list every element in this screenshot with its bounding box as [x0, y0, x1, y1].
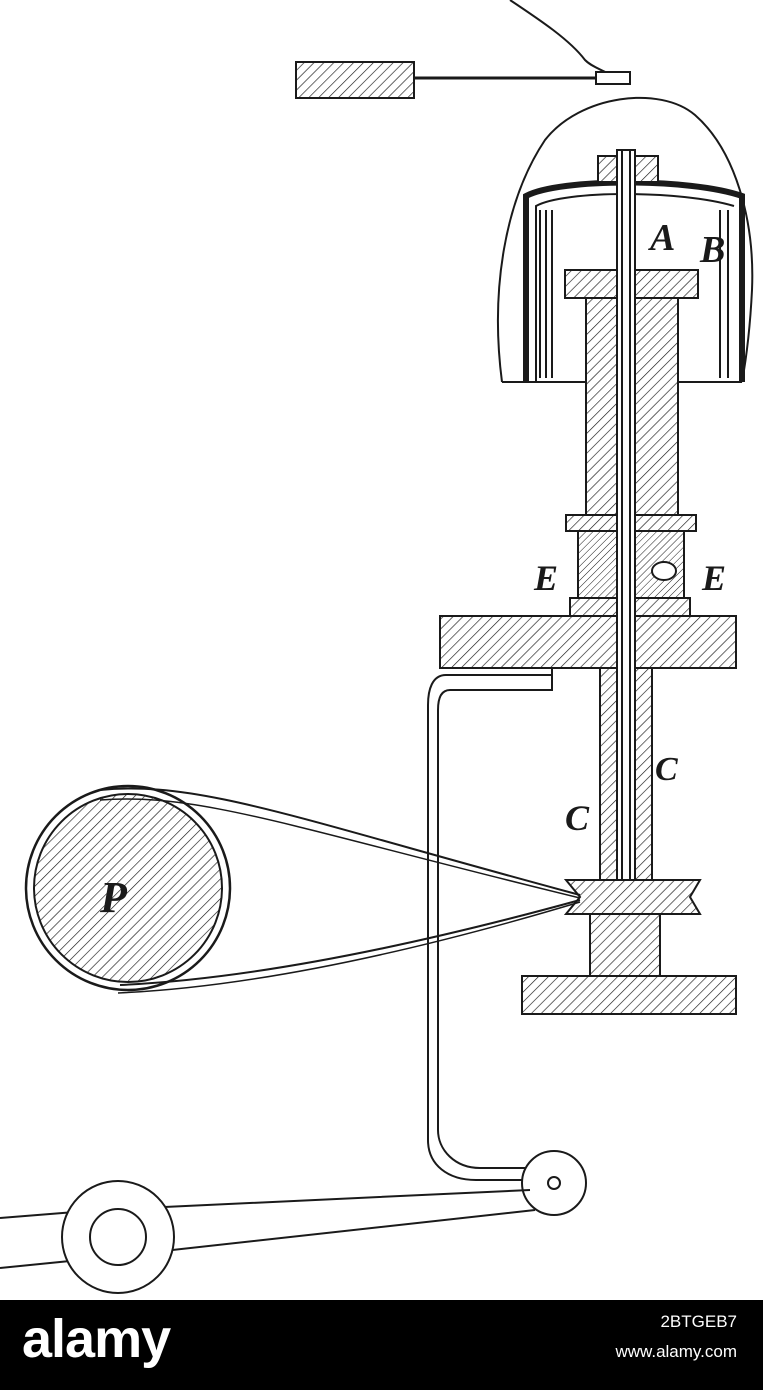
label-c-upper: C [655, 751, 678, 788]
belt-upper [99, 787, 581, 896]
pivot [521, 1150, 587, 1216]
rod-clamp [595, 71, 631, 85]
wire [509, 0, 616, 81]
label-e-right: E [701, 558, 726, 598]
whorl [651, 561, 677, 581]
label-a: A [648, 217, 675, 259]
watermark-url: www.alamy.com [615, 1342, 737, 1361]
base-plate [521, 975, 737, 1015]
sheave [563, 879, 702, 915]
label-c-lower: C [565, 798, 590, 838]
watermark-band: alamy 2BTGEB7 www.alamy.com [0, 1300, 763, 1390]
belt-lower [119, 899, 581, 986]
label-e-left: E [533, 558, 558, 598]
weight-block [295, 61, 415, 99]
label-p: P [99, 873, 128, 922]
watermark-image-id: 2BTGEB7 [660, 1312, 737, 1331]
crank-frame [437, 668, 553, 1169]
engraving-figure: A B E E C C P [0, 0, 754, 1294]
mechanism-diagram: A B E E C C P [0, 0, 754, 1294]
label-b: B [699, 229, 725, 271]
bell-jar [496, 96, 754, 383]
table [439, 615, 737, 669]
watermark-logo: alamy [22, 1309, 171, 1369]
